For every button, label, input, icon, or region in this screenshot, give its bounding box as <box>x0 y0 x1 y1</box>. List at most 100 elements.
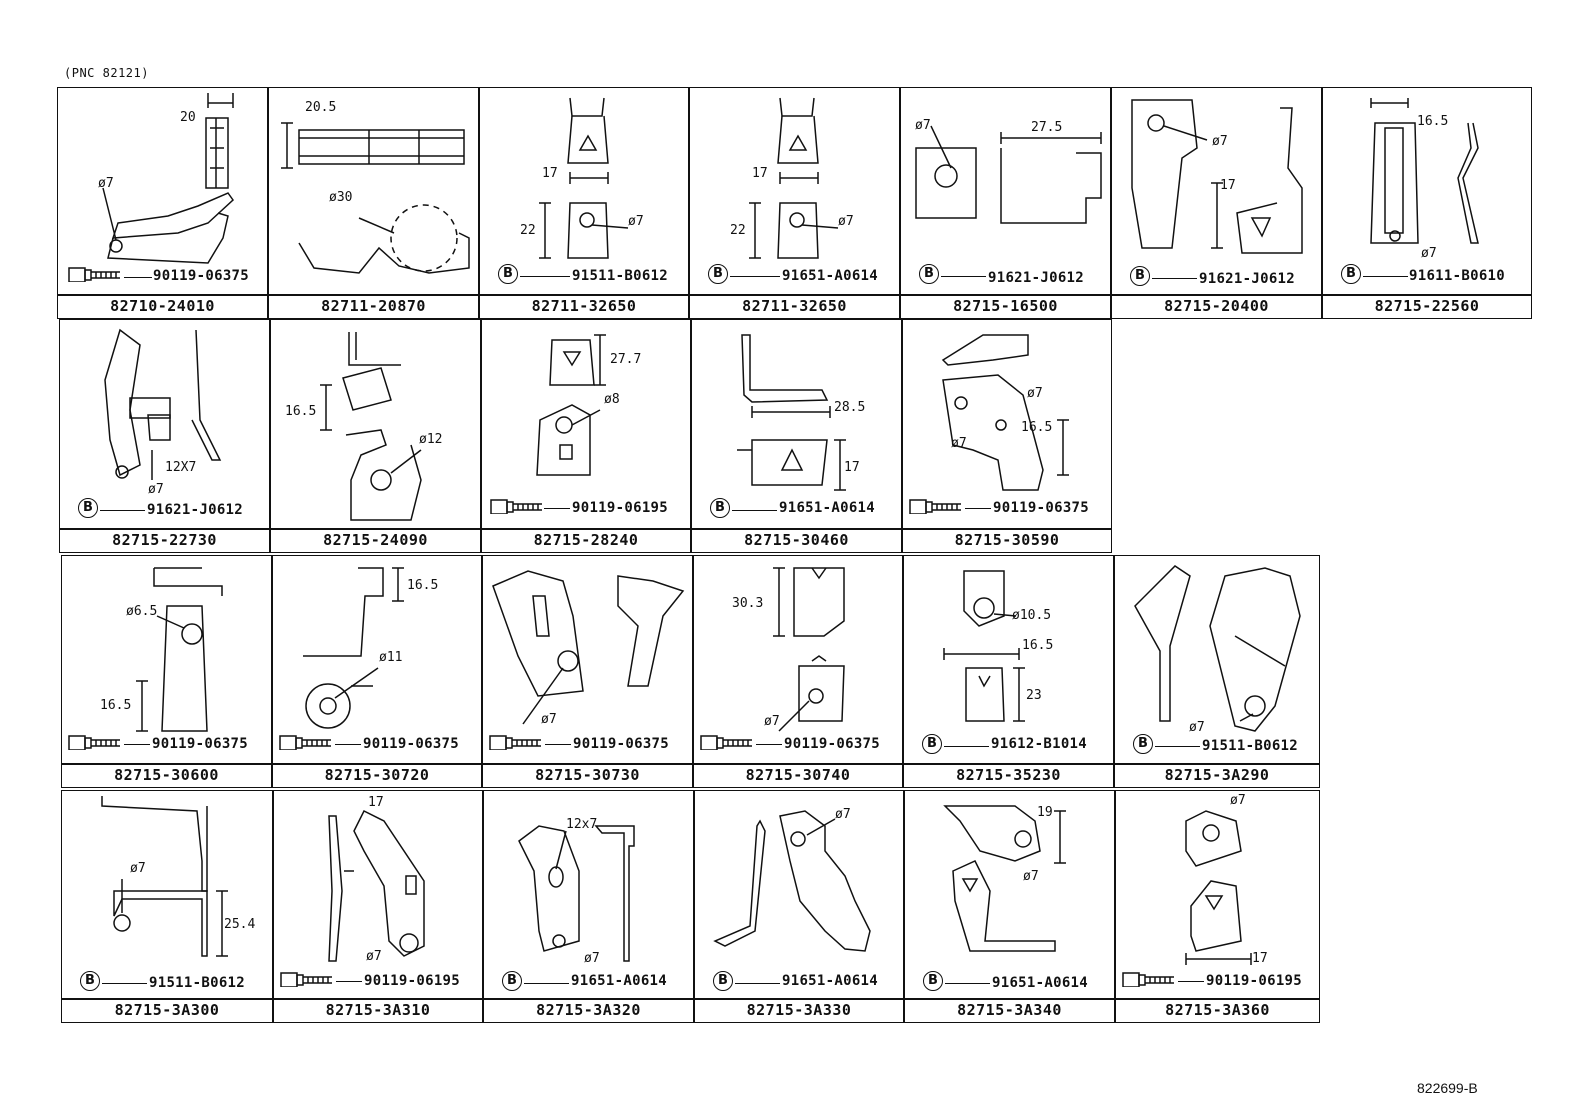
part-caption: 82715-24090 <box>270 529 481 553</box>
part-number: 91621-J0612 <box>988 270 1085 286</box>
dimension-label: ø7 <box>98 176 114 191</box>
dimension-label: 16.5 <box>285 404 317 419</box>
diagram-cell: ø7 25.4 B 91511-B0612 <box>61 790 273 999</box>
leader-line <box>100 510 145 511</box>
leader-line <box>1178 981 1204 982</box>
leader-line <box>965 508 991 509</box>
bracket-drawing <box>915 125 1102 224</box>
b-mark-icon: B <box>708 264 728 284</box>
diagram-cell: 27.7 ø8 90119-06195 <box>481 319 691 529</box>
diagram-cell: 16.5 ø7 B 91611-B0610 <box>1322 87 1532 295</box>
leader-line <box>545 744 571 745</box>
part-number: 91612-B1014 <box>991 736 1088 752</box>
part-number: 91621-J0612 <box>147 502 244 518</box>
part-caption: 82711-32650 <box>689 295 900 319</box>
part-number: 91651-A0614 <box>779 500 876 516</box>
part-number: 91651-A0614 <box>782 268 879 284</box>
part-caption: 82715-3A320 <box>483 999 694 1023</box>
bracket-drawing <box>101 796 228 957</box>
b-mark-icon: B <box>923 971 943 991</box>
part-caption: 82715-16500 <box>900 295 1111 319</box>
dimension-label: ø30 <box>329 190 353 205</box>
b-mark-icon: B <box>498 264 518 284</box>
part-number: 91621-J0612 <box>1199 271 1296 287</box>
dimension-label: ø11 <box>379 650 403 665</box>
dimension-label: 17 <box>844 460 860 475</box>
part-number: 91651-A0614 <box>782 973 879 989</box>
diagram-cell: ø7 B 91651-A0614 <box>694 790 904 999</box>
dimension-label: 27.7 <box>610 352 642 367</box>
bracket-drawing <box>104 328 222 480</box>
part-caption: 82715-3A330 <box>694 999 904 1023</box>
part-number: 90119-06375 <box>784 736 881 752</box>
bracket-drawing <box>518 825 635 962</box>
bracket-drawing <box>749 97 839 259</box>
b-mark-icon: B <box>78 498 98 518</box>
part-number: 90119-06195 <box>572 500 669 516</box>
bracket-drawing <box>737 334 846 491</box>
dimension-label: 12x7 <box>566 817 598 832</box>
part-caption: 82715-3A310 <box>273 999 483 1023</box>
leader-line <box>756 744 782 745</box>
dimension-label: 12X7 <box>165 460 197 475</box>
dimension-label: ø7 <box>764 714 780 729</box>
part-number: 90119-06375 <box>993 500 1090 516</box>
diagram-cell: 20 ø7 90119-06375 <box>57 87 268 295</box>
b-mark-icon: B <box>922 734 942 754</box>
diagram-cell: 17 22 ø7 B 91511-B0612 <box>479 87 689 295</box>
diagram-cell: ø10.5 16.5 23 B 91612-B1014 <box>903 555 1114 764</box>
bracket-drawing <box>713 810 871 952</box>
b-mark-icon: B <box>1133 734 1153 754</box>
part-caption: 82715-30720 <box>272 764 482 788</box>
dimension-label: 23 <box>1026 688 1042 703</box>
part-number: 90119-06375 <box>363 736 460 752</box>
bolt-icon <box>280 972 332 987</box>
part-caption: 82715-30600 <box>61 764 272 788</box>
part-number: 90119-06195 <box>364 973 461 989</box>
bolt-icon <box>909 499 961 514</box>
diagram-cell: 16.5 ø11 90119-06375 <box>272 555 482 764</box>
part-number: 90119-06375 <box>573 736 670 752</box>
diagram-cell: ø7 90119-06375 <box>482 555 693 764</box>
bracket-drawing <box>536 334 606 476</box>
part-number: 91651-A0614 <box>571 973 668 989</box>
bolt-icon <box>1122 972 1174 987</box>
bolt-icon <box>279 735 331 750</box>
part-number: 91511-B0612 <box>1202 738 1299 754</box>
leader-line <box>941 276 986 277</box>
dimension-label: 17 <box>752 166 768 181</box>
b-mark-icon: B <box>502 971 522 991</box>
part-caption: 82715-30740 <box>693 764 903 788</box>
part-caption: 82710-24010 <box>57 295 268 319</box>
dimension-label: 17 <box>542 166 558 181</box>
dimension-label: ø7 <box>1421 246 1437 261</box>
bracket-drawing <box>328 809 425 962</box>
bolt-icon <box>700 735 752 750</box>
dimension-label: ø6.5 <box>126 604 158 619</box>
b-mark-icon: B <box>713 971 733 991</box>
part-number: 90119-06375 <box>153 268 250 284</box>
dimension-label: ø7 <box>1189 720 1205 735</box>
dimension-label: ø7 <box>1212 134 1228 149</box>
part-number: 90119-06375 <box>152 736 249 752</box>
bracket-drawing <box>1370 98 1479 244</box>
part-caption: 82715-28240 <box>481 529 691 553</box>
part-caption: 82715-30590 <box>902 529 1112 553</box>
bracket-drawing <box>303 567 404 729</box>
bracket-drawing <box>281 122 470 274</box>
dimension-label: 30.3 <box>732 596 764 611</box>
part-caption: 82715-3A290 <box>1114 764 1320 788</box>
illustration-code: 822699-B <box>1417 1080 1478 1096</box>
bracket-drawing <box>941 334 1069 491</box>
leader-line <box>124 277 152 278</box>
b-mark-icon: B <box>1130 266 1150 286</box>
leader-line <box>1363 276 1408 277</box>
leader-line <box>544 508 570 509</box>
bracket-drawing <box>943 570 1025 722</box>
diagram-cell: ø7 17 B 91621-J0612 <box>1111 87 1322 295</box>
dimension-label: 20 <box>180 110 196 125</box>
dimension-label: 19 <box>1037 805 1053 820</box>
dimension-label: 22 <box>730 223 746 238</box>
bolt-icon <box>68 735 120 750</box>
leader-line <box>336 981 362 982</box>
